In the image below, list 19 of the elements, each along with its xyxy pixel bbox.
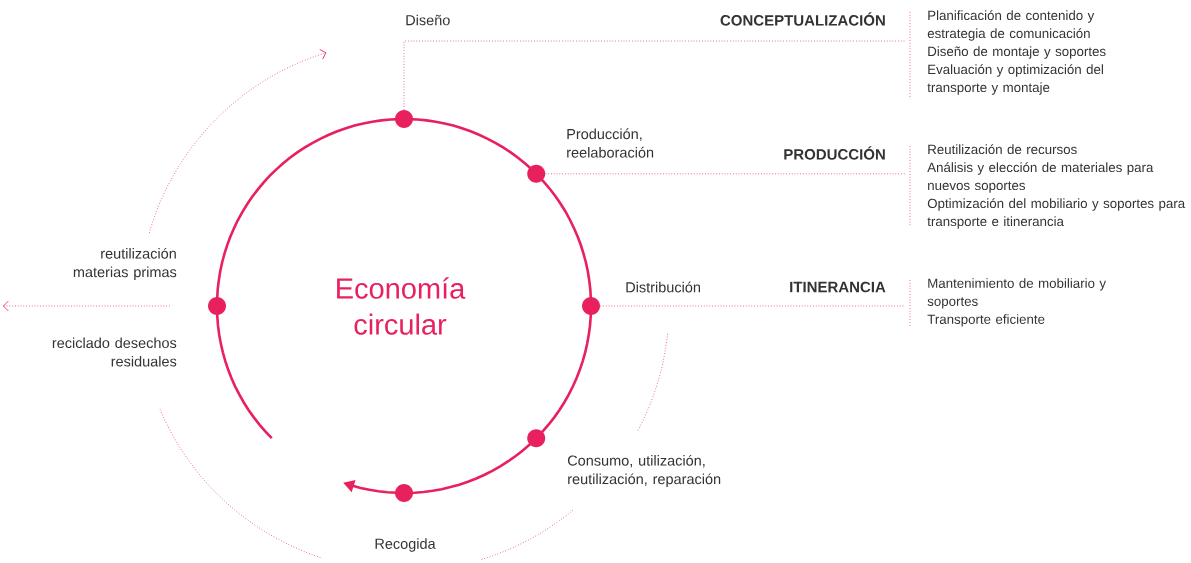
description-text: Mantenimiento de mobiliario y soportes Transporte eficiente: [927, 278, 1106, 327]
stage-label: Diseño: [406, 14, 450, 26]
section-heading: CONCEPTUALIZACIÓN: [720, 12, 885, 26]
stage-label: Producción, reelaboración: [567, 128, 654, 158]
section-heading: PRODUCCIÓN: [784, 146, 885, 160]
leader-line: [403, 40, 906, 111]
stage-label: reciclado desechos residuales: [52, 337, 177, 367]
section-heading: ITINERANCIA: [790, 281, 886, 293]
stage-label: Recogida: [375, 538, 436, 552]
leader-line: [545, 173, 906, 175]
stage-label: reutilización materias primas: [73, 247, 177, 281]
stage-label: Consumo, utilización, reutilización, reparación: [567, 454, 721, 488]
stage-label: Distribución: [626, 281, 700, 293]
node-dot: [395, 110, 413, 128]
center-title: Economía circular: [337, 277, 466, 335]
leader-line: [599, 305, 906, 307]
description-text: Planificación de contenido y estrategia de comunicación Diseño de montaje y soportes Evaluación y optimización del transporte y montaje: [927, 10, 1106, 95]
leader-line: [2, 300, 171, 312]
description-text: Reutilización de recursos Análisis y elección de materiales para nuevos soportes Optimización del mobiliario y soportes para transporte e itinerancia: [927, 144, 1186, 229]
